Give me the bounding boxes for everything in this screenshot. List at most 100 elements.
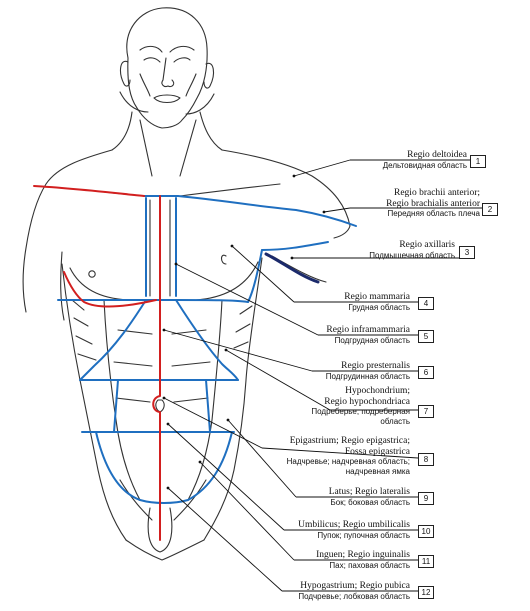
latin-name: Umbilicus; Regio umbilicalis [298,520,410,530]
genital [147,507,173,553]
leader-2 [323,207,351,213]
number-box-6: 6 [418,366,434,379]
costal-right [175,299,239,381]
leader-7 [225,349,331,411]
sternal-line [149,199,171,297]
number-box-1: 1 [470,155,486,168]
latin-name: Regio hypochondriaca [324,396,410,407]
leader-4 [231,245,295,303]
dot-12 [166,486,170,490]
russian-name: Грудная область [348,302,410,312]
leader-8b [261,447,419,459]
arm-right-outer [333,225,351,239]
costal-left [79,299,147,381]
latin-name: Regio mammaria [344,292,410,302]
mid-axillary-left [63,271,157,308]
leader-6 [163,329,313,372]
label-regio-epigastrica: Epigastrium; Regio epigastrica; Fossa ep… [287,436,410,476]
nipple-right [220,254,227,265]
number-box-4: 4 [418,297,434,310]
deltoid-boundary [177,195,357,227]
russian-name: Подгрудинная область [325,371,410,381]
russian-name: Подреберье; подреберная [311,407,410,416]
head-outline [126,7,208,129]
number-box-7: 7 [418,405,434,418]
label-regio-umbilicalis: Umbilicus; Regio umbilicalis Пупок; пупо… [298,520,410,540]
nose [161,57,175,88]
cheek-left [139,73,151,97]
pectoral-left [69,267,135,301]
russian-name: область [380,416,410,426]
number-box-10: 10 [418,525,434,538]
dot-6 [162,328,166,332]
jaw-shadow [119,91,215,115]
intersection-1 [117,329,207,335]
latin-name: Regio axillaris [399,240,455,250]
ear-left [119,60,131,87]
serratus-right [233,305,253,349]
leader-dots [162,174,326,490]
russian-name: Пах; паховая область [329,560,410,570]
brow-left [139,45,163,53]
russian-name: надчревная ямка [345,466,410,476]
label-regio-pubica: Hypogastrium; Regio pubica Подчревье; ло… [298,581,410,601]
label-regio-deltoidea: Regio deltoidea Дельтовидная область [383,150,467,170]
number-box-11: 11 [418,555,434,568]
latin-name: Fossa epigastrica [344,446,410,457]
shoulder-left [22,149,113,313]
latin-name: Inguen; Regio inguinalis [316,550,410,560]
latin-name: Hypogastrium; Regio pubica [300,581,410,591]
rectus-right [187,299,223,501]
dot-9 [226,418,230,422]
intersection-2 [113,361,211,367]
label-regio-hypochondriaca: Hypochondrium; Regio hypochondriaca Подр… [311,386,410,426]
torso-right [203,257,263,541]
cheek-right [185,73,197,97]
russian-name: Надчревье; надчревная область; [286,457,410,466]
mouth [153,94,181,104]
serratus [71,299,97,361]
dot-3 [290,256,294,260]
dot-4 [230,244,234,248]
leader-10 [167,423,285,531]
rectus-left [103,299,141,501]
midline [33,185,161,541]
label-regio-brachii-anterior: Regio brachii anterior; Regio brachialis… [386,188,480,219]
latin-name: Regio brachialis anterior [386,198,480,209]
leader-1 [293,159,351,177]
eye-left [143,57,161,63]
label-regio-inguinalis: Inguen; Regio inguinalis Пах; паховая об… [316,550,410,570]
dot-2 [322,210,326,214]
number-box-12: 12 [418,586,434,599]
leader-5 [175,263,319,336]
region-boundaries [57,195,357,504]
neck-left [111,111,133,151]
number-box-9: 9 [418,492,434,505]
dot-5 [174,262,178,266]
inguinal-right [187,431,233,501]
latin-name: Latus; Regio lateralis [328,487,410,497]
label-regio-lateralis: Latus; Regio lateralis Бок; боковая обла… [329,487,410,507]
anterior-midline [152,195,161,541]
shoulder-line-left [33,185,145,197]
dot-1 [292,174,296,178]
clavicle-right [179,183,281,197]
groin-lines [119,479,207,521]
neck-right [199,111,223,151]
latin-name: Regio presternalis [341,361,410,371]
right-vertical [205,379,211,433]
latin-name: Hypochondrium; [345,386,410,396]
latin-name: Regio brachii anterior; [394,188,480,198]
label-regio-axillaris: Regio axillaris Подмышечная область [369,240,455,260]
arm-right-inner [271,255,327,283]
latin-name: Regio inframammaria [326,325,410,335]
dot-8 [162,396,166,400]
dot-10 [166,422,170,426]
leader-11 [199,461,295,561]
pectoral-right [195,261,259,301]
label-regio-presternalis: Regio presternalis Подгрудинная область [326,361,410,381]
russian-name: Дельтовидная область [382,160,467,170]
left-vertical [113,379,119,433]
